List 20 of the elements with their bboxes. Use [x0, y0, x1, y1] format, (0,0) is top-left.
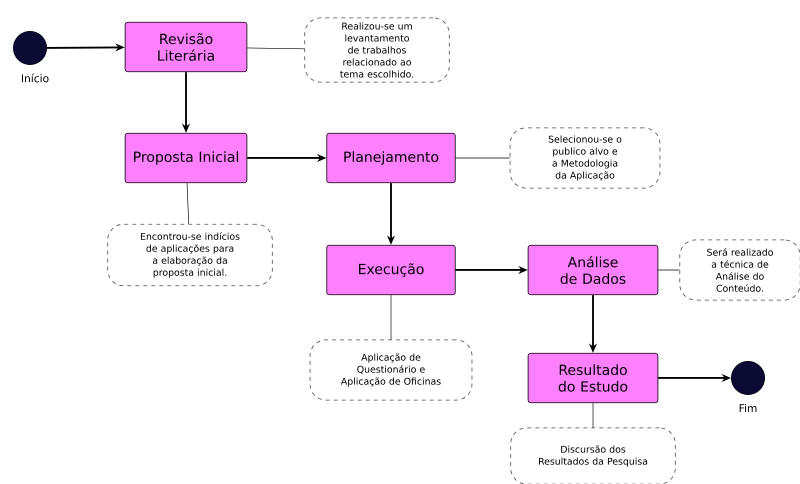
leader-line: [390, 294, 392, 340]
terminal-label: Fim: [740, 404, 756, 412]
leader-line: [246, 48, 305, 50]
note-bubble: Encontrou-se indícios de aplicações para a elaboração da proposta inicial.: [107, 224, 273, 286]
note-bubble: Aplicação de Questionário e Aplicação de Oficinas: [310, 339, 472, 400]
process-box: Análise de Dados: [528, 244, 658, 296]
terminal-circle: [13, 31, 47, 65]
process-box: Execução: [326, 244, 456, 296]
process-box: Proposta Inicial: [124, 132, 248, 184]
leader-line: [592, 402, 594, 428]
process-box: Revisão Literária: [124, 22, 248, 72]
note-bubble: Selecionou-se o publico alvo e a Metodologia da Aplicação: [510, 127, 660, 188]
note-bubble: Realizou-se um levantamento de trabalhos relacionado ao tema escolhido.: [304, 17, 450, 82]
terminal-label: Início: [22, 74, 49, 82]
leader-line: [186, 182, 190, 224]
note-bubble: Será realizado a técnica de Análise do Conteúdo.: [679, 239, 800, 300]
process-box: Resultado do Estudo: [528, 352, 658, 404]
process-box: Planejamento: [326, 132, 456, 184]
note-bubble: Discursão dos Resultados da Pesquisa: [510, 427, 676, 484]
terminal-circle: [731, 361, 765, 395]
